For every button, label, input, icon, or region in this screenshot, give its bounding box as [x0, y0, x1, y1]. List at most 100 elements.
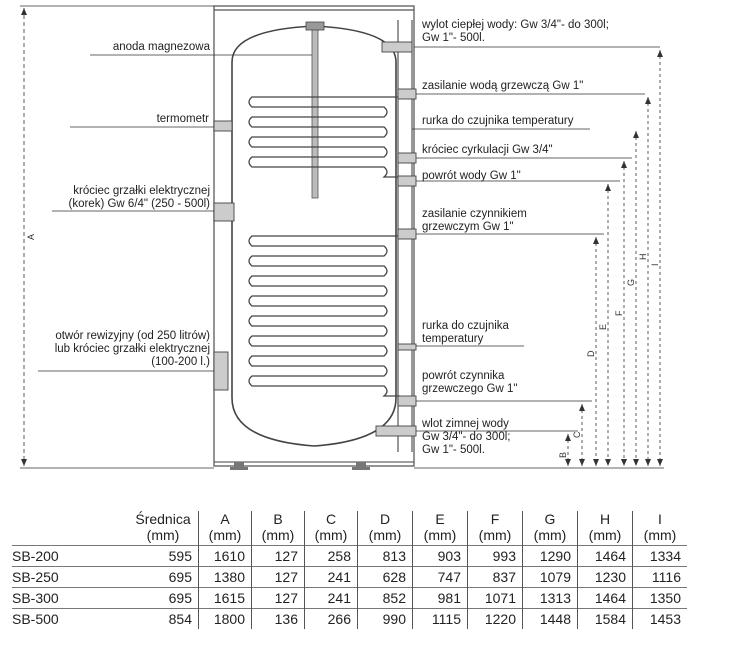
table-header-D: D(mm) — [357, 511, 413, 546]
table-cell: 595 — [128, 545, 199, 567]
dim-label-G: G — [626, 279, 636, 286]
heating-water-supply-stub — [397, 88, 417, 100]
table-header-F: F(mm) — [467, 511, 523, 546]
table-cell: 1313 — [522, 587, 578, 609]
table-row: SB-300 695 1615 127 241 852 981 1071 131… — [12, 587, 687, 609]
table-cell: 1464 — [577, 545, 633, 567]
label-hot-water-outlet: wylot ciepłej wody: Gw 3/4"- do 300l; Gw… — [422, 19, 609, 44]
table-cell: 993 — [467, 545, 523, 567]
upper-heating-coil — [248, 96, 400, 178]
table-cell: 854 — [128, 608, 199, 629]
table-header-C: C(mm) — [304, 511, 358, 546]
table-cell: 1464 — [577, 587, 633, 609]
table-cell: 1334 — [632, 545, 687, 567]
table-cell-model: SB-250 — [12, 566, 128, 588]
table-cell: 813 — [357, 545, 413, 567]
table-cell: 1071 — [467, 587, 523, 609]
dim-label-D: D — [586, 350, 596, 357]
table-cell: 837 — [467, 566, 523, 588]
table-cell: 1116 — [632, 566, 687, 588]
table-cell: 127 — [251, 566, 305, 588]
cold-water-inlet-stub — [375, 425, 417, 437]
table-cell: 1453 — [632, 608, 687, 629]
table-header-B: B(mm) — [251, 511, 305, 546]
water-return-stub — [397, 175, 417, 187]
dim-label-C: C — [572, 431, 582, 438]
hot-water-outlet-stub — [381, 41, 413, 53]
table-header-H: H(mm) — [577, 511, 633, 546]
table-cell: 852 — [357, 587, 413, 609]
table-cell: 903 — [412, 545, 468, 567]
dim-label-F: F — [614, 310, 624, 316]
table-cell: 258 — [304, 545, 358, 567]
table-cell: 628 — [357, 566, 413, 588]
label-circulation-stub: króciec cyrkulacji Gw 3/4" — [422, 144, 553, 156]
table-cell: 1610 — [198, 545, 252, 567]
table-row: SB-500 854 1800 136 266 990 1115 1220 14… — [12, 608, 687, 629]
table-cell: 1380 — [198, 566, 252, 588]
right-foot — [356, 462, 366, 468]
table-cell: 1350 — [632, 587, 687, 609]
heating-medium-return-stub — [397, 395, 417, 407]
label-magnesium-anode: anoda magnezowa — [112, 41, 210, 53]
table-row: SB-250 695 1380 127 241 628 747 837 1079… — [12, 566, 687, 588]
inner-tank — [231, 25, 397, 447]
label-heating-medium-return: powrót czynnika grzewczego Gw 1" — [422, 370, 518, 395]
anode-rod — [311, 27, 319, 199]
table-cell: 747 — [412, 566, 468, 588]
table-header-A: A(mm) — [198, 511, 252, 546]
table-cell: 695 — [128, 566, 199, 588]
table-cell-model: SB-500 — [12, 608, 128, 629]
table-cell: 1220 — [467, 608, 523, 629]
dim-label-A: A — [26, 234, 36, 240]
heating-medium-supply-stub — [397, 228, 417, 240]
heater-stub-fitting — [213, 202, 235, 222]
spec-table: Średnica(mm) A(mm) B(mm) C(mm) D(mm) E(m… — [12, 511, 687, 629]
label-water-return: powrót wody Gw 1" — [422, 170, 521, 182]
table-cell: 127 — [251, 545, 305, 567]
table-cell: 1079 — [522, 566, 578, 588]
table-cell-model: SB-300 — [12, 587, 128, 609]
label-heating-medium-supply: zasilanie czynnikiem grzewczym Gw 1" — [422, 208, 527, 233]
left-foot — [234, 462, 244, 468]
label-cold-water-inlet: wlot zimnej wody Gw 3/4"- do 300l; Gw 1"… — [422, 418, 511, 456]
lower-heating-coil — [248, 235, 400, 397]
dim-label-I: I — [650, 263, 660, 266]
label-thermometer: termometr — [156, 113, 209, 125]
label-sensor-tube-bottom: rurka do czujnika temperatury — [422, 320, 509, 345]
table-cell: 981 — [412, 587, 468, 609]
table-header-I: I(mm) — [632, 511, 687, 546]
dim-label-E: E — [598, 324, 608, 330]
thermometer-fitting — [213, 120, 233, 132]
label-inspection-hole: otwór rewizyjny (od 250 litrów) lub króc… — [54, 330, 210, 368]
table-cell: 136 — [251, 608, 305, 629]
table-cell: 1615 — [198, 587, 252, 609]
label-heating-water-supply: zasilanie wodą grzewczą Gw 1" — [422, 80, 584, 92]
table-header-model — [12, 511, 128, 546]
table-cell: 241 — [304, 587, 358, 609]
dim-label-B: B — [558, 452, 568, 458]
table-cell: 1584 — [577, 608, 633, 629]
table-cell: 1290 — [522, 545, 578, 567]
table-cell: 127 — [251, 587, 305, 609]
table-header-diameter: Średnica(mm) — [135, 511, 191, 543]
table-cell: 1115 — [412, 608, 468, 629]
table-cell: 1448 — [522, 608, 578, 629]
table-cell: 266 — [304, 608, 358, 629]
table-cell: 695 — [128, 587, 199, 609]
table-header-G: G(mm) — [522, 511, 578, 546]
table-cell: 1800 — [198, 608, 252, 629]
table-cell: 1230 — [577, 566, 633, 588]
label-sensor-tube-top: rurka do czujnika temperatury — [422, 115, 574, 127]
sensor-stub-bottom — [397, 343, 417, 351]
circulation-stub — [397, 152, 417, 164]
table-header-E: E(mm) — [412, 511, 468, 546]
table-header-row: Średnica(mm) A(mm) B(mm) C(mm) D(mm) E(m… — [12, 511, 687, 546]
water-heater-diagram: A B C D E F G H I — [20, 5, 664, 470]
table-cell: 241 — [304, 566, 358, 588]
inspection-flange — [213, 351, 229, 391]
table-row: SB-200 595 1610 127 258 813 903 993 1290… — [12, 545, 687, 567]
label-heater-stub: króciec grzałki elektrycznej (korek) Gw … — [68, 185, 211, 210]
table-cell-model: SB-200 — [12, 545, 128, 567]
table-cell: 990 — [357, 608, 413, 629]
